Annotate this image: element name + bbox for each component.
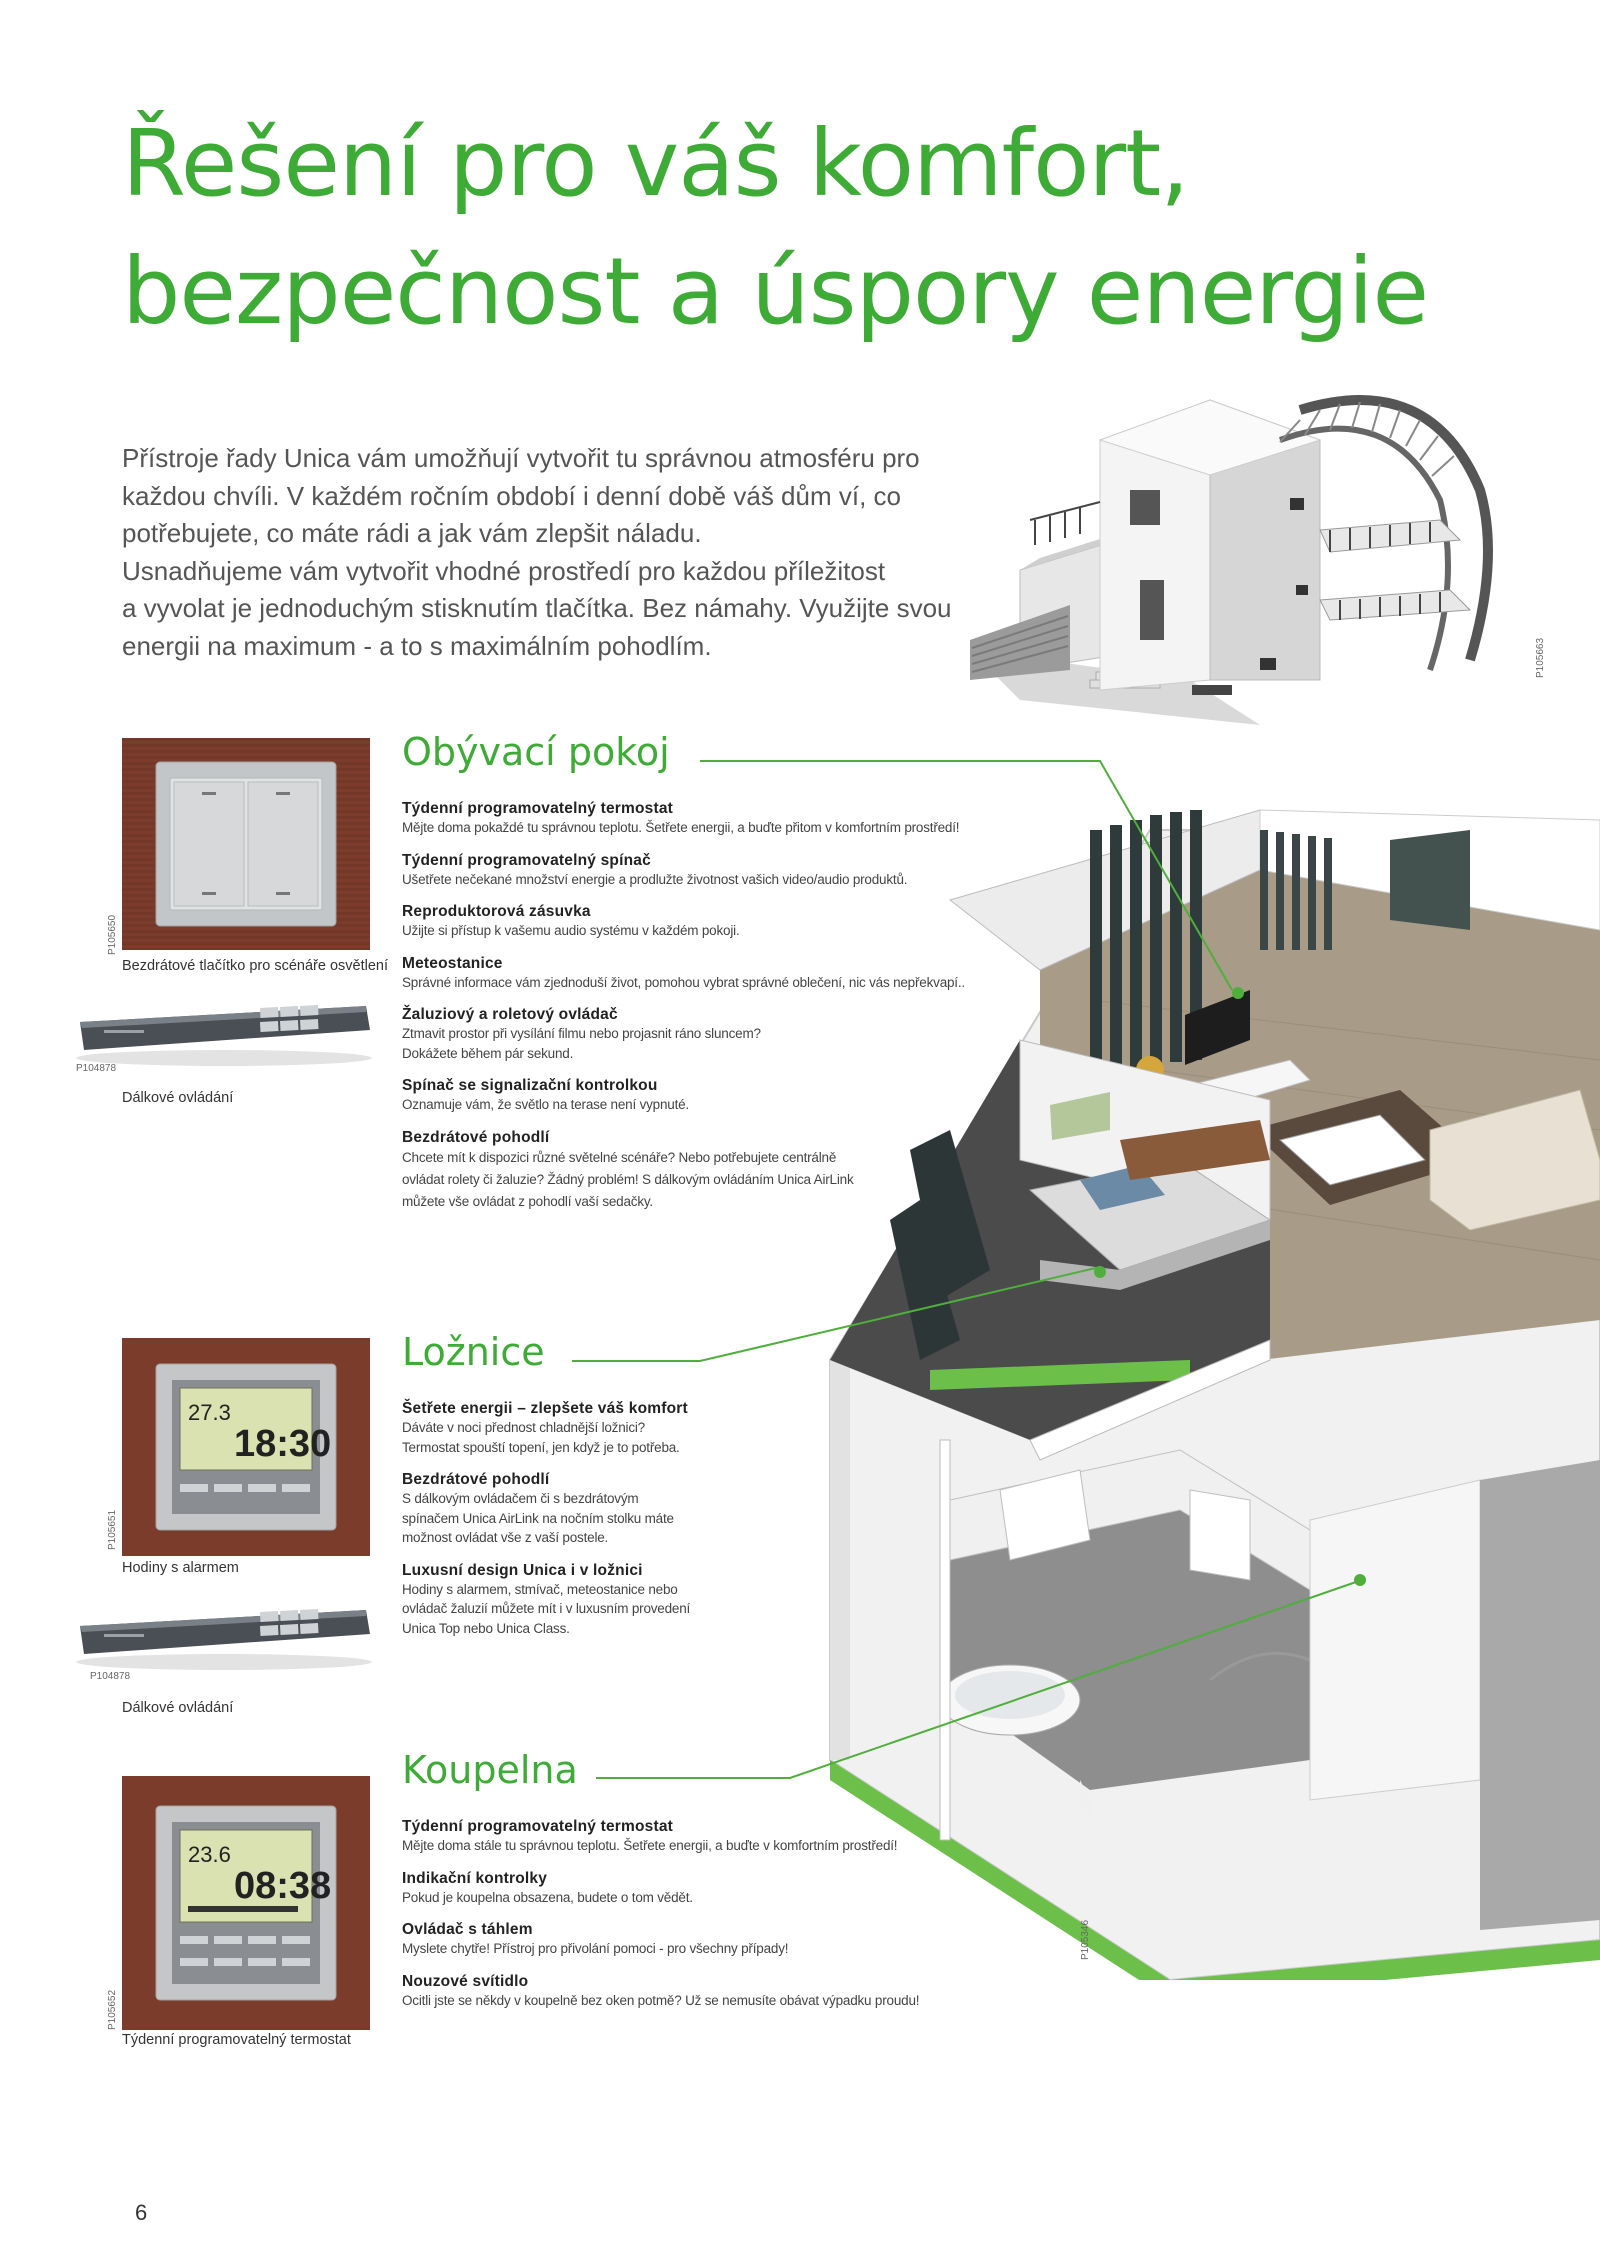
caption-remote-1: Dálkové ovládání xyxy=(122,1090,234,1106)
remote-control-image-1 xyxy=(76,1005,372,1066)
feature-text: Mějte doma stále tu správnou teplotu. Še… xyxy=(402,1838,898,1853)
intro-line: a vyvolat je jednoduchým stisknutím tlač… xyxy=(122,593,952,623)
feature-heading: Šetřete energii – zlepšete váš komfort xyxy=(402,1400,688,1417)
intro-line: energii na maximum - a to s maximálním p… xyxy=(122,630,712,661)
intro-line: Přístroje řady Unica vám umožňují vytvoř… xyxy=(122,443,920,473)
feature-item: Týdenní programovatelný termostat Mějte … xyxy=(402,1818,1022,1856)
thermo-temp: 23.6 xyxy=(188,1842,231,1867)
feature-item: Luxusní design Unica i v ložnici Hodiny … xyxy=(402,1562,822,1639)
image-code-thermostat: P105652 xyxy=(107,1989,118,2030)
feature-item: Šetřete energii – zlepšete váš komfort D… xyxy=(402,1400,822,1457)
feature-text: Chcete mít k dispozici různé světelné sc… xyxy=(402,1149,837,1165)
feature-text: Myslete chytře! Přístroj pro přivolání p… xyxy=(402,1941,789,1956)
feature-text: spínačem Unica AirLink na nočním stolku … xyxy=(402,1510,674,1526)
feature-item: Reproduktorová zásuvka Užijte si přístup… xyxy=(402,903,1022,941)
feature-text: Oznamuje vám, že světlo na terase není v… xyxy=(402,1097,690,1112)
wireless-switch-image xyxy=(122,738,370,950)
feature-text: Ztmavit prostor při vysílání filmu nebo … xyxy=(402,1026,761,1041)
feature-heading: Bezdrátové pohodlí xyxy=(402,1128,550,1146)
feature-text: Pokud je koupelna obsazena, budete o tom… xyxy=(402,1889,693,1905)
intro-line: každou chvíli. V každém ročním období i … xyxy=(122,480,901,511)
section-title-bathroom: Koupelna xyxy=(402,1748,578,1792)
feature-text: Unica Top nebo Unica Class. xyxy=(402,1620,570,1636)
image-code-remote-2: P104878 xyxy=(90,1671,131,1682)
feature-text: ovládat rolety či žaluzie? Žádný problém… xyxy=(402,1171,854,1187)
feature-text: Termostat spouští topení, jen když je to… xyxy=(402,1439,680,1455)
feature-item: Bezdrátové pohodlí S dálkovým ovládačem … xyxy=(402,1471,822,1548)
image-code-clock: P105651 xyxy=(107,1509,118,1550)
feature-text: můžete vše ovládat z pohodlí vaší sedačk… xyxy=(402,1193,653,1209)
feature-text: Správné informace vám zjednoduší život, … xyxy=(402,974,965,990)
connector-living-room xyxy=(700,760,1233,991)
feature-heading: Ovládač s táhlem xyxy=(402,1921,533,1938)
thermostat-image: 23.6 08:38 xyxy=(122,1776,370,2030)
intro-line: potřebujete, co máte rádi a jak vám zlep… xyxy=(122,518,702,548)
house-cutaway-image xyxy=(829,809,1600,1980)
caption-thermostat: Týdenní programovatelný termostat xyxy=(122,2032,351,2048)
feature-text: Užijte si přístup k vašemu audio systému… xyxy=(402,923,740,938)
thermo-time: 08:38 xyxy=(234,1865,331,1907)
caption-remote-2: Dálkové ovládání xyxy=(122,1700,234,1716)
bathroom-features: Týdenní programovatelný termostat Mějte … xyxy=(402,1818,1022,2024)
title-line-2: bezpečnost a úspory energie xyxy=(122,238,1429,345)
feature-item: Ovládač s táhlem Myslete chytře! Přístro… xyxy=(402,1921,1022,1959)
feature-text: Dokážete během pár sekund. xyxy=(402,1045,574,1061)
feature-text: Mějte doma pokaždé tu správnou teplotu. … xyxy=(402,820,960,835)
marker-bathroom xyxy=(1354,1574,1366,1586)
feature-heading: Indikační kontrolky xyxy=(402,1869,548,1887)
feature-item: Týdenní programovatelný spínač Ušetřete … xyxy=(402,852,1022,890)
feature-text: ovládač žaluzií můžete mít i v luxusním … xyxy=(402,1601,691,1616)
feature-heading: Luxusní design Unica i v ložnici xyxy=(402,1561,643,1579)
intro-paragraph: Přístroje řady Unica vám umožňují vytvoř… xyxy=(122,440,952,665)
feature-item: Nouzové svítidlo Ocitli jste se někdy v … xyxy=(402,1973,1022,2011)
feature-text: S dálkovým ovládačem či s bezdrátovým xyxy=(402,1491,639,1506)
feature-item: Meteostanice Správné informace vám zjedn… xyxy=(402,955,1022,993)
bedroom-features: Šetřete energii – zlepšete váš komfort D… xyxy=(402,1400,822,1652)
clock-time: 18:30 xyxy=(234,1423,331,1465)
feature-item: Žaluziový a roletový ovládač Ztmavit pro… xyxy=(402,1006,1022,1063)
image-code-remote-1: P104878 xyxy=(76,1063,117,1074)
feature-item: Bezdrátové pohodlí Chcete mít k dispozic… xyxy=(402,1129,1022,1213)
feature-text: Dáváte v noci přednost chladnější ložnic… xyxy=(402,1420,645,1435)
caption-wireless-switch: Bezdrátové tlačítko pro scénáře osvětlen… xyxy=(122,958,388,974)
feature-text: možnost ovládat vše z vaší postele. xyxy=(402,1530,609,1545)
feature-heading: Meteostanice xyxy=(402,954,503,972)
caption-alarm-clock: Hodiny s alarmem xyxy=(122,1560,239,1576)
title-line-1: Řešení pro váš komfort, xyxy=(122,110,1190,217)
alarm-clock-image: 27.3 18:30 xyxy=(122,1338,370,1556)
feature-text: Hodiny s alarmem, stmívač, meteostanice … xyxy=(402,1581,678,1597)
feature-heading: Týdenní programovatelný termostat xyxy=(402,1818,674,1835)
feature-item: Indikační kontrolky Pokud je koupelna ob… xyxy=(402,1870,1022,1908)
page-number: 6 xyxy=(135,2200,148,2225)
intro-line: Usnadňujeme vám vytvořit vhodné prostřed… xyxy=(122,555,886,586)
feature-heading: Spínač se signalizační kontrolkou xyxy=(402,1077,658,1094)
clock-temp: 27.3 xyxy=(188,1400,231,1425)
connector-bedroom xyxy=(572,1266,1101,1362)
page-title: Řešení pro váš komfort, bezpečnost a úsp… xyxy=(122,100,1429,356)
section-title-living-room: Obývací pokoj xyxy=(402,730,670,774)
living-room-features: Týdenní programovatelný termostat Mějte … xyxy=(402,800,1022,1227)
feature-heading: Týdenní programovatelný termostat xyxy=(402,800,674,817)
feature-item: Týdenní programovatelný termostat Mějte … xyxy=(402,800,1022,838)
feature-heading: Nouzové svítidlo xyxy=(402,1972,529,1990)
marker-bedroom xyxy=(1094,1266,1106,1278)
feature-text: Ocitli jste se někdy v koupelně bez oken… xyxy=(402,1992,920,2008)
feature-heading: Žaluziový a roletový ovládač xyxy=(402,1006,618,1023)
image-code-switch: P105650 xyxy=(107,914,118,955)
connector-bathroom xyxy=(596,1581,1357,1779)
feature-text: Ušetřete nečekané množství energie a pro… xyxy=(402,871,908,887)
feature-item: Spínač se signalizační kontrolkou Oznamu… xyxy=(402,1077,1022,1115)
remote-control-image-2 xyxy=(76,1609,372,1670)
marker-living-room xyxy=(1232,987,1244,999)
feature-heading: Týdenní programovatelný spínač xyxy=(402,851,651,869)
feature-heading: Reproduktorová zásuvka xyxy=(402,903,591,920)
section-title-bedroom: Ložnice xyxy=(402,1330,545,1374)
feature-heading: Bezdrátové pohodlí xyxy=(402,1471,550,1488)
house-exterior-image xyxy=(970,395,1493,725)
